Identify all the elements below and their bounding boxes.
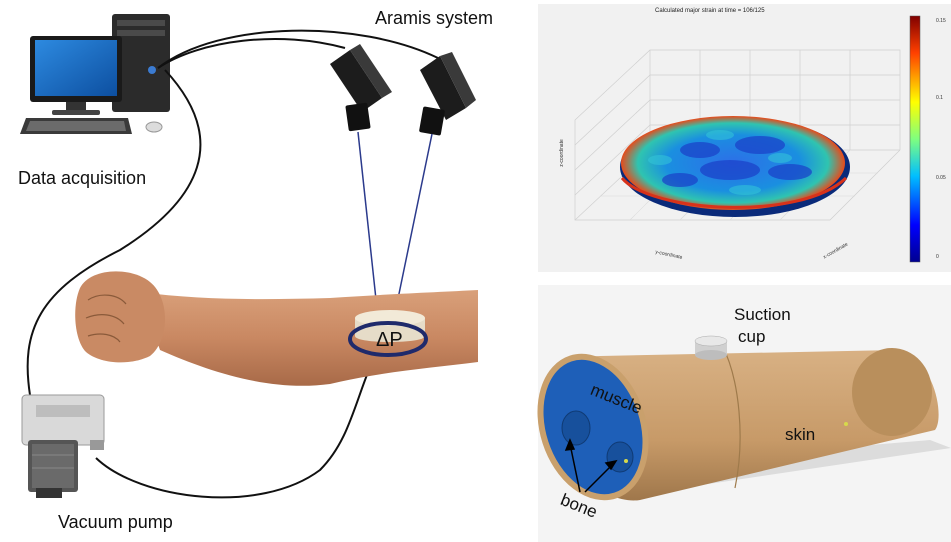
bone-arrows bbox=[564, 438, 618, 493]
camera-right-icon bbox=[419, 52, 476, 136]
colorbar-tick-3: 0.05 bbox=[936, 175, 946, 181]
plot-zlabel: z-coordinate bbox=[558, 139, 565, 167]
cables bbox=[26, 29, 439, 499]
data-acquisition-label: Data acquisition bbox=[18, 168, 147, 188]
aramis-system-label: Aramis system bbox=[375, 8, 494, 28]
computer-icon bbox=[20, 14, 170, 134]
delta-p-label: ΔP bbox=[376, 329, 403, 351]
camera-sight-lines bbox=[357, 131, 433, 319]
cup-label: cup bbox=[738, 327, 766, 346]
vacuum-pump-label: Vacuum pump bbox=[58, 512, 173, 532]
colorbar-tick-1: 0.15 bbox=[936, 18, 946, 24]
suction-label: Suction bbox=[734, 305, 791, 324]
camera-left-icon bbox=[330, 44, 392, 132]
suction-cup-on-arm bbox=[348, 310, 428, 357]
strain-plot bbox=[538, 4, 951, 272]
colorbar-tick-4: 0 bbox=[936, 254, 939, 260]
plot-title: Calculated major strain at time = 106/12… bbox=[655, 8, 765, 14]
cylinder-model bbox=[537, 285, 951, 542]
vacuum-pump-icon bbox=[21, 394, 105, 498]
skin-label: skin bbox=[785, 425, 816, 444]
colorbar-tick-2: 0.1 bbox=[936, 95, 943, 101]
suction-cup-model bbox=[694, 335, 728, 360]
